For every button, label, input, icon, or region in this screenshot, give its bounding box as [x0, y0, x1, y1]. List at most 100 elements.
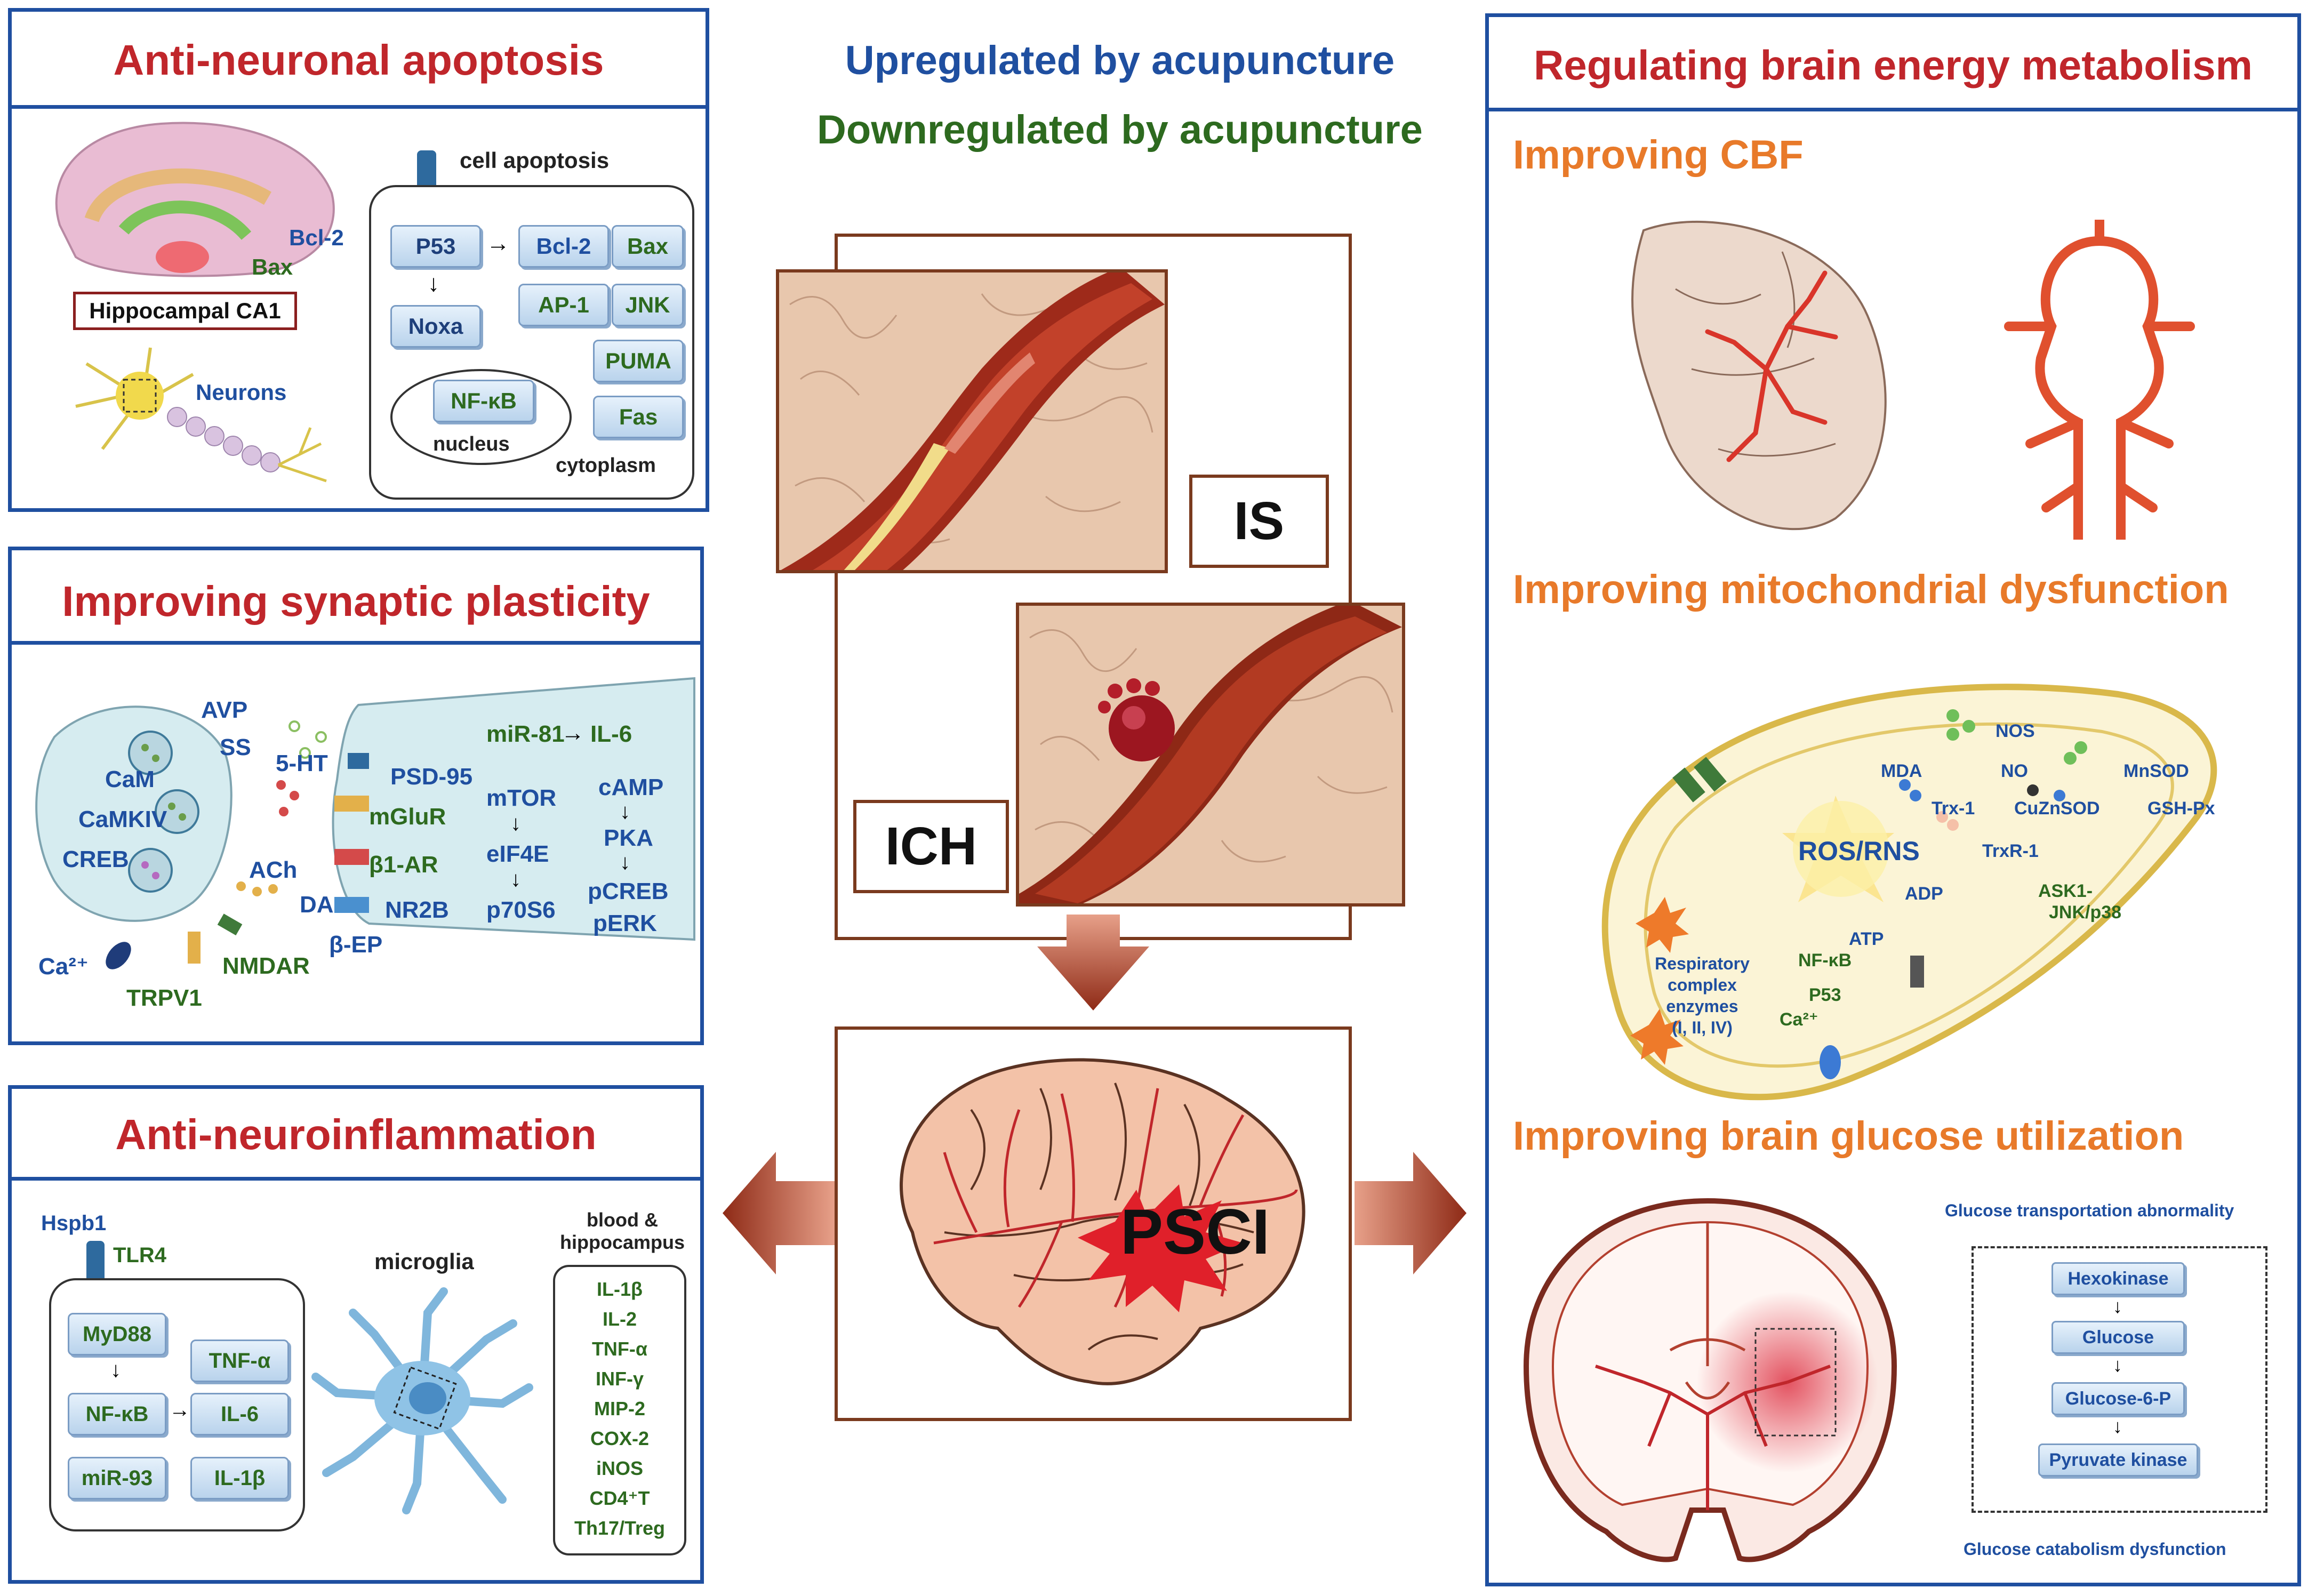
glycolysis-box	[1972, 1246, 2267, 1513]
brain-bcl2-label: Bcl-2	[289, 225, 344, 250]
bcl2-box: Bcl-2	[518, 225, 609, 268]
synaptic-panel: Improving synaptic plasticity AVP SS 5-H…	[8, 547, 704, 1045]
neurons-label: Neurons	[196, 380, 287, 405]
perk-label: pERK	[593, 910, 657, 936]
p53-box: P53	[390, 225, 481, 268]
ap1-box: AP-1	[518, 284, 609, 326]
microglia-label: microglia	[374, 1249, 474, 1274]
ischemic-stroke-image	[776, 269, 1168, 573]
tnfa-box: TNF-α	[190, 1340, 289, 1382]
blood-item: COX-2	[590, 1427, 650, 1449]
hemorrhagic-stroke-image	[1016, 603, 1405, 907]
cell-apoptosis-label: cell apoptosis	[460, 148, 610, 173]
noxa-box: Noxa	[390, 305, 481, 348]
arrow-camp-pka: ↓	[620, 800, 630, 823]
energy-panel: Regulating brain energy metabolism Impro…	[1485, 13, 2301, 1586]
arrow-g6p-pyruvate: ↓	[2113, 1415, 2122, 1437]
da-label: DA	[300, 892, 334, 918]
coronal-brain-illustration	[1523, 1198, 1897, 1562]
glucose-catabolism-label: Glucose catabolism dysfunction	[1964, 1539, 2226, 1559]
brain-bax-label: Bax	[252, 254, 293, 279]
arrow-myd88-nfkb: ↓	[110, 1358, 121, 1382]
blood-header-label: blood & hippocampus	[559, 1209, 685, 1253]
arrow-p53-bcl2: →	[486, 230, 510, 256]
hspb1-label: Hspb1	[41, 1212, 107, 1235]
myd88-box: MyD88	[68, 1313, 166, 1356]
cam-label: CaM	[105, 766, 155, 792]
arrow-mir81-il6: →	[561, 720, 584, 746]
il6-box-inflam: IL-6	[190, 1393, 289, 1435]
mito-nfkb-label: NF-κB	[1798, 950, 1852, 971]
cerebral-arteries-illustration	[2004, 220, 2195, 540]
arrow-glucose-g6p: ↓	[2113, 1354, 2122, 1376]
respiratory-label: Respiratory complex enzymes (I, II, IV)	[1649, 953, 1756, 1038]
mtor-label: mTOR	[486, 785, 557, 811]
blood-item: CD4⁺T	[589, 1487, 650, 1509]
mito-jnkp38-label: JNK/p38	[2049, 902, 2122, 923]
mito-mda-label: MDA	[1881, 761, 1922, 781]
fas-box: Fas	[593, 396, 684, 438]
inflammation-title-rule	[12, 1177, 700, 1181]
mito-p53-label: P53	[1809, 985, 1841, 1005]
nfkb-box-inflam: NF-κB	[68, 1393, 166, 1435]
synaptic-title-rule	[12, 641, 700, 645]
bep-label: β-EP	[329, 932, 383, 958]
ich-label: ICH	[853, 800, 1009, 893]
cbf-brain-illustration	[1631, 220, 1887, 531]
mito-subtitle: Improving mitochondrial dysfunction	[1513, 567, 2229, 612]
il6-label: IL-6	[590, 721, 632, 747]
eif4e-label: eIF4E	[486, 841, 549, 867]
cbf-subtitle: Improving CBF	[1513, 132, 1804, 178]
arrow-nfkb-il6: →	[169, 1398, 190, 1422]
hippocampal-ca1-box: Hippocampal CA1	[73, 292, 297, 330]
legend-downregulated: Downregulated by acupuncture	[817, 107, 1423, 153]
mito-trx1-label: Trx-1	[1932, 798, 1975, 819]
arrow-p53-noxa: ↓	[428, 270, 439, 296]
down-arrow	[1037, 915, 1149, 1010]
legend-upregulated: Upregulated by acupuncture	[845, 38, 1395, 83]
arrow-eif4e-p70s6: ↓	[510, 868, 521, 891]
blood-item: TNF-α	[591, 1338, 648, 1360]
nucleus-region	[390, 369, 572, 465]
creb-label: CREB	[62, 846, 129, 872]
resp-line: enzymes	[1666, 997, 1738, 1016]
resp-line: Respiratory	[1655, 954, 1750, 973]
ca-label: Ca²⁺	[38, 953, 89, 980]
synaptic-title: Improving synaptic plasticity	[62, 578, 650, 625]
glucose-transport-label: Glucose transportation abnormality	[1945, 1201, 2234, 1220]
is-label: IS	[1189, 475, 1329, 568]
blood-item: IL-1β	[597, 1278, 643, 1300]
ss-label: SS	[220, 734, 251, 760]
resp-line: complex	[1668, 975, 1737, 995]
nucleus-label: nucleus	[433, 433, 510, 455]
right-arrow	[1355, 1152, 1466, 1274]
mito-ros-label: ROS/RNS	[1798, 836, 1920, 866]
camkiv-label: CaMKIV	[78, 806, 167, 832]
apoptosis-title-rule	[12, 105, 706, 109]
mito-no-label: NO	[2001, 761, 2028, 781]
ach-label: ACh	[249, 857, 298, 883]
glucose-subtitle: Improving brain glucose utilization	[1513, 1113, 2184, 1159]
energy-title: Regulating brain energy metabolism	[1534, 42, 2253, 89]
inflammation-panel: Anti-neuroinflammation Hspb1 TLR4 MyD88 …	[8, 1085, 704, 1584]
mito-ca-label: Ca²⁺	[1780, 1009, 1818, 1030]
blood-item: MIP-2	[594, 1398, 645, 1419]
mito-cuznsod-label: CuZnSOD	[2014, 798, 2100, 819]
brain-illustration	[55, 122, 335, 277]
psd95-label: PSD-95	[390, 764, 473, 790]
pka-label: PKA	[604, 825, 653, 851]
camp-label: cAMP	[598, 774, 664, 800]
psci-frame: PSCI	[835, 1026, 1352, 1421]
synapse-illustration	[35, 677, 695, 969]
energy-title-rule	[1489, 108, 2297, 111]
psci-label: PSCI	[1120, 1196, 1270, 1268]
mitochondrion-illustration	[1601, 684, 2217, 1101]
mglur-label: mGluR	[369, 804, 446, 830]
mito-ask1-label: ASK1-	[2038, 881, 2093, 901]
nr2b-label: NR2B	[385, 897, 449, 923]
mito-nos-label: NOS	[1996, 721, 2035, 741]
arrow-pka-pcreb: ↓	[620, 851, 630, 874]
il1b-box: IL-1β	[190, 1457, 289, 1499]
left-arrow	[723, 1152, 835, 1274]
hexokinase-box: Hexokinase	[2051, 1262, 2185, 1295]
